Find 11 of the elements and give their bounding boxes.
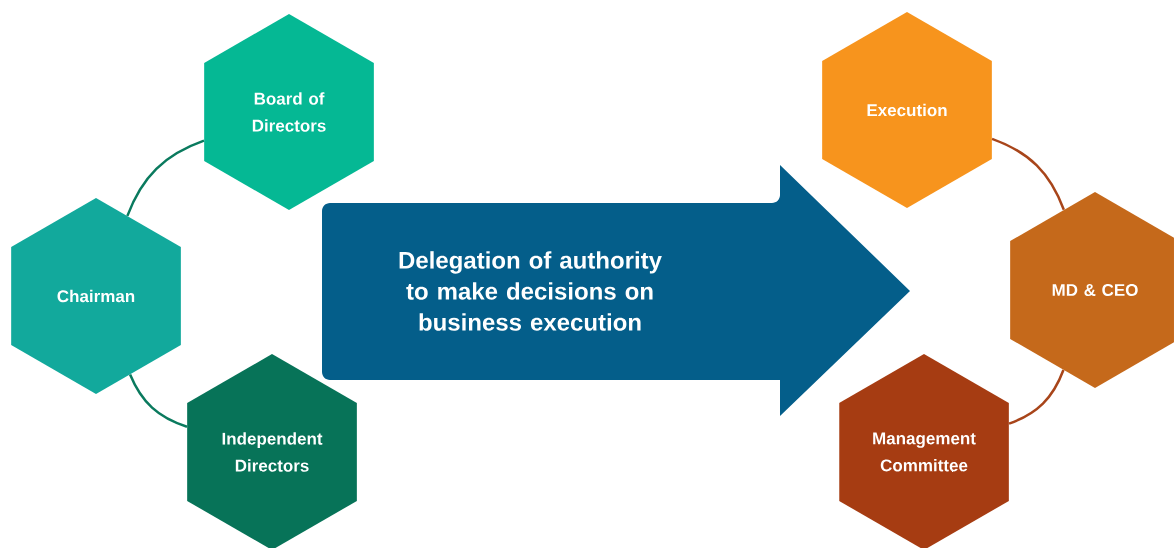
hexagon: Board of Directors [204,14,374,210]
hexagon: Chairman [11,198,181,394]
hexagon: Independent Directors [187,354,357,548]
hexagon: MD & CEO [1010,192,1174,388]
hexagon: Management Committee [839,354,1009,548]
connector-arc [1008,369,1065,425]
hexagon: Execution [822,12,992,208]
arrow-banner: Delegation of authority to make decisions on business execution [322,165,910,416]
connector-arc [991,137,1065,211]
connector-arc [128,374,188,428]
connector-arc [126,139,205,217]
